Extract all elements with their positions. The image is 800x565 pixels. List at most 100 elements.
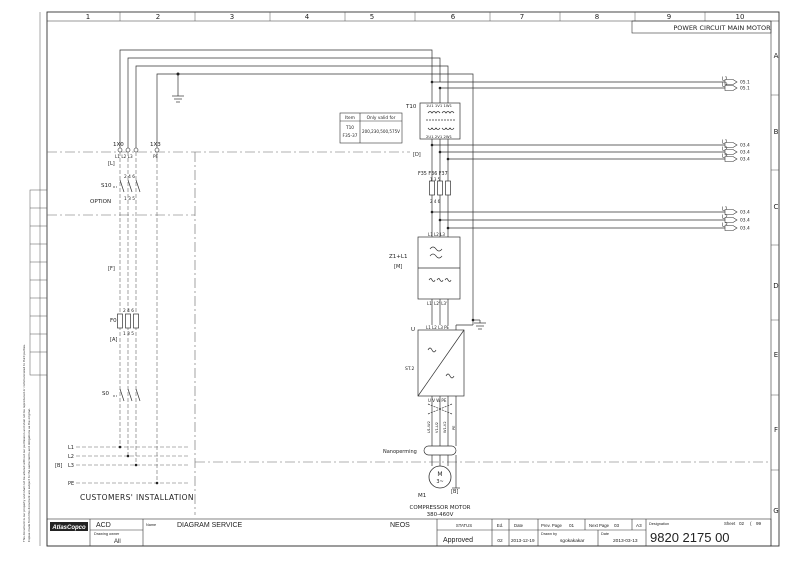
- terminal-numbers: 1 3 5: [430, 177, 441, 182]
- tb-designation: 9820 2175 00: [650, 530, 730, 545]
- tb-owner-label: Drawing owner: [94, 532, 120, 536]
- off-page-arrow-icon: [724, 85, 738, 91]
- motor-m1-label: M1: [418, 493, 426, 499]
- tb-prev-page: 01: [569, 523, 575, 528]
- vfd-name-label: ST.2: [405, 366, 415, 372]
- terminal-numbers: L1 L2 L3 PE: [426, 325, 450, 330]
- output-reference[interactable]: L105.1: [722, 77, 750, 86]
- column-number: 9: [667, 13, 671, 21]
- nanoperming-label: Nanoperming: [383, 449, 417, 455]
- output-reference[interactable]: L103.4: [722, 207, 750, 216]
- tb-sheet-no: 02: [739, 521, 745, 526]
- ref-bracket: [F]: [108, 266, 115, 272]
- row-letter: B: [774, 128, 779, 136]
- ref-bracket: [L]: [108, 161, 115, 167]
- tb-project: NEOS: [390, 522, 410, 529]
- terminal-numbers: 1 3 5: [123, 331, 134, 337]
- fuse-f35-37-label: F35 F36 F37: [418, 171, 448, 177]
- row-letter: E: [774, 351, 778, 359]
- output-references: L105.1L205.1L103.4L203.4L303.4L103.4L203…: [722, 77, 750, 232]
- tb-dept: ACD: [96, 522, 111, 529]
- customer-line-label: L1: [68, 445, 74, 451]
- terminal-numbers: 2 4 6: [430, 199, 441, 204]
- output-reference[interactable]: L205.1: [722, 83, 750, 92]
- row-letter: G: [773, 507, 778, 515]
- tb-sheet-total: 99: [756, 521, 762, 526]
- column-number: 5: [370, 13, 374, 21]
- table-head-valid: Only valid for: [367, 115, 396, 121]
- filter-z1-label: Z1+L1: [389, 254, 407, 260]
- tb-format: A3: [636, 523, 642, 528]
- customers-installation-label: CUSTOMERS' INSTALLATION: [80, 493, 194, 502]
- output-reference[interactable]: L203.4: [722, 147, 750, 156]
- ref-bracket: [D]: [413, 152, 421, 158]
- column-number: 2: [156, 13, 160, 21]
- motor-m: M: [437, 471, 442, 478]
- motor-voltage-label: 380-460V: [427, 512, 454, 518]
- row-letter: C: [774, 203, 779, 211]
- customer-line-label: PE: [68, 481, 74, 487]
- off-page-arrow-icon: [724, 149, 738, 155]
- fuse-f0-label: F0: [110, 318, 117, 324]
- column-number: 4: [305, 13, 310, 21]
- terminal-numbers: 1 3 5: [124, 196, 135, 202]
- switch-s0-label: S0: [102, 391, 109, 397]
- tb-name: DIAGRAM SERVICE: [177, 522, 243, 529]
- output-ref-label: 03.4: [740, 143, 750, 149]
- tb-date: 2013-12-19: [511, 538, 535, 543]
- side-note: This document is our property and shall …: [22, 344, 26, 543]
- ref-bracket: [M]: [394, 264, 402, 270]
- terminal-numbers: U V W PE: [428, 398, 447, 403]
- vfd-u-label: U: [411, 327, 415, 333]
- compressor-motor-label: COMPRESSOR MOTOR: [410, 505, 471, 511]
- tb-drawn-by-label: Drawn by: [541, 532, 557, 536]
- column-number: 8: [595, 13, 599, 21]
- output-reference[interactable]: L203.4: [722, 215, 750, 224]
- output-ref-label: 03.4: [740, 210, 750, 216]
- off-page-arrow-icon: [724, 79, 738, 85]
- output-ref-label: 05.1: [740, 80, 750, 86]
- column-number: 10: [736, 13, 745, 21]
- terminal-numbers: 1U1 1V1 1W1: [426, 103, 453, 108]
- motor-cable-label: PE: [452, 425, 456, 430]
- motor-cable-label: W1-V2: [443, 421, 447, 433]
- terminal-1x3-label: 1X3: [150, 142, 161, 148]
- tb-next-page-label: Next Page: [589, 523, 610, 528]
- customer-line-label: L3: [68, 463, 74, 469]
- nanoperming-core: [423, 445, 457, 456]
- terminal-numbers: 2U1 2V1 2W1: [426, 134, 453, 139]
- column-number: 7: [520, 13, 524, 21]
- option-label: OPTION: [90, 199, 111, 205]
- tb-next-page: 03: [614, 523, 620, 528]
- tb-owner: All: [114, 539, 121, 545]
- ref-bracket: [B]: [55, 463, 62, 469]
- transformer-t10-label: T10: [405, 104, 417, 110]
- output-ref-label: 03.4: [740, 150, 750, 156]
- tb-name-label: Name: [146, 523, 156, 527]
- output-reference[interactable]: L303.4: [722, 154, 750, 163]
- off-page-arrow-icon: [724, 225, 738, 231]
- output-reference[interactable]: L103.4: [722, 140, 750, 149]
- off-page-arrow-icon: [724, 217, 738, 223]
- title-block: [46, 518, 772, 547]
- tb-date2-label: Date: [601, 532, 609, 536]
- column-number: 3: [230, 13, 234, 21]
- off-page-arrow-icon: [724, 156, 738, 162]
- tb-date-label: Date: [514, 523, 524, 528]
- tb-ed: 02: [497, 538, 503, 544]
- table-cell: 200,230,500,575V: [362, 129, 400, 134]
- table-head-item: Item: [345, 115, 355, 121]
- terminal-phase-labels: L1 L2 L3: [115, 154, 133, 159]
- table-cell: F35-37: [343, 133, 358, 139]
- tb-date2: 2013-03-13: [613, 538, 638, 544]
- tb-status: Approved: [443, 537, 473, 544]
- row-letter: A: [774, 52, 779, 60]
- output-reference[interactable]: L303.4: [722, 223, 750, 232]
- terminal-1x0-label: 1X0: [113, 142, 124, 148]
- tb-sheet-label: Sheet: [724, 521, 736, 526]
- sheet-title: POWER CIRCUIT MAIN MOTOR: [673, 24, 771, 32]
- tb-ed-label: Ed.: [497, 523, 503, 528]
- tb-status-label: STATUS: [456, 523, 472, 528]
- output-ref-label: 03.4: [740, 226, 750, 232]
